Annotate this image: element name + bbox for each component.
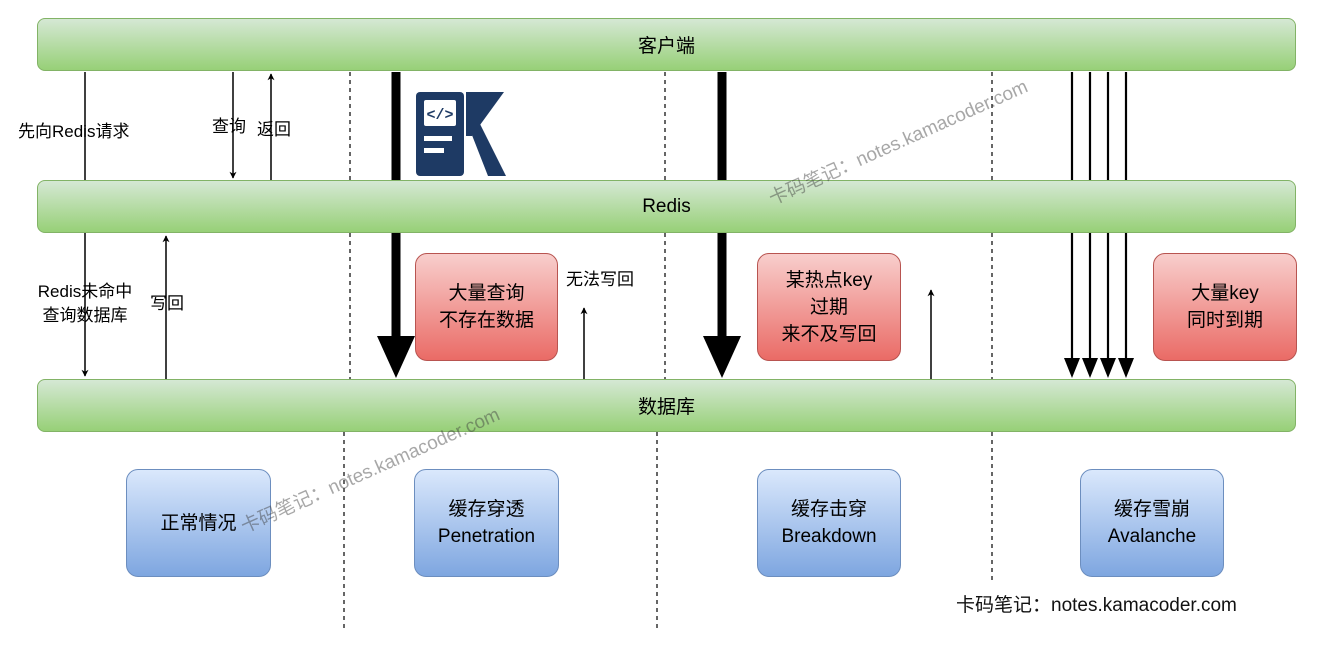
code-k-logo-icon: </>: [416, 92, 506, 176]
client-label: 客户端: [637, 36, 695, 57]
avalanche-flow: [1070, 72, 1128, 362]
penetration-heavy-arrowhead: [377, 336, 415, 378]
scenario-normal-box: 正常情况: [126, 469, 271, 577]
box-text-line: 大量查询: [448, 283, 525, 304]
scenario-title: 缓存雪崩: [1113, 499, 1190, 520]
avalanche-arrowhead: [1118, 358, 1134, 378]
breakdown-cause-box: 某热点key 过期 来不及写回: [757, 253, 901, 361]
scenario-penetration-box: 缓存穿透 Penetration: [414, 469, 559, 577]
scenario-title: 缓存穿透: [448, 499, 525, 520]
scenario-subtitle: Penetration: [437, 526, 536, 547]
box-text-line: 同时到期: [1186, 310, 1263, 331]
box-text-line: 大量key: [1191, 283, 1259, 304]
section-separators: [343, 72, 993, 630]
request-first-label: 先向Redis请求: [18, 122, 130, 141]
scenario-subtitle: Breakdown: [781, 526, 877, 547]
breakdown-flow: [703, 72, 935, 379]
box-text-line: 不存在数据: [438, 310, 534, 331]
miss-label: Redis未命中 查询数据库: [28, 280, 142, 328]
avalanche-arrowhead: [1082, 358, 1098, 378]
logo-text-line: [424, 136, 452, 141]
logo-text-line: [424, 148, 444, 153]
logo-code-glyph: </>: [426, 107, 453, 124]
database-bar: 数据库: [37, 379, 1296, 432]
avalanche-arrowhead: [1064, 358, 1080, 378]
scenario-avalanche-box: 缓存雪崩 Avalanche: [1080, 469, 1224, 577]
box-text-line: 某热点key: [785, 269, 873, 291]
miss-label-line: Redis未命中: [37, 282, 133, 301]
scenario-title: 缓存击穿: [790, 499, 867, 520]
scenario-title: 正常情况: [160, 512, 237, 534]
query-label: 查询: [212, 117, 246, 136]
miss-label-line: 查询数据库: [42, 306, 128, 325]
penetration-flow: [377, 72, 588, 379]
logo-code-window: [424, 100, 456, 126]
watermark-footer: 卡码笔记：notes.kamacoder.com: [956, 595, 1237, 616]
database-label: 数据库: [637, 397, 695, 418]
avalanche-arrowheads: [1064, 358, 1134, 378]
logo-k-arm-upper: [466, 92, 504, 136]
client-bar: 客户端: [37, 18, 1296, 71]
penetration-cause-box: 大量查询 不存在数据: [415, 253, 558, 361]
scenario-subtitle: Avalanche: [1107, 526, 1197, 547]
logo-k-arm-lower: [470, 124, 506, 176]
normal-flow-lines: [81, 72, 275, 379]
box-text-line: 来不及写回: [781, 323, 877, 345]
writeback-label: 写回: [150, 294, 184, 313]
return-label: 返回: [257, 120, 291, 139]
redis-bar: Redis: [37, 180, 1296, 233]
scenario-breakdown-box: 缓存击穿 Breakdown: [757, 469, 901, 577]
avalanche-arrowhead: [1100, 358, 1116, 378]
cannot-writeback-label: 无法写回: [566, 270, 634, 289]
avalanche-cause-box: 大量key 同时到期: [1153, 253, 1297, 361]
box-text-line: 过期: [809, 296, 848, 318]
redis-label: Redis: [642, 195, 691, 217]
breakdown-heavy-arrowhead: [703, 336, 741, 378]
